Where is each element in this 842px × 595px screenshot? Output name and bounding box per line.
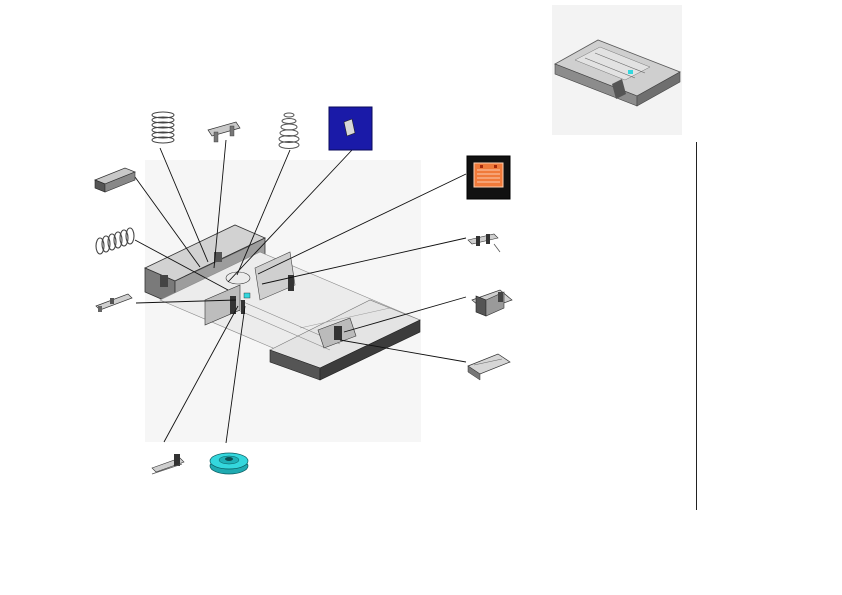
right-divider-line [696,142,697,510]
leader-lines [134,139,467,444]
tray-thumbnail [554,39,681,107]
friction-pad-icon [328,106,373,151]
side-guide-icon [467,233,501,253]
bracket-icon [207,121,241,143]
end-guide-icon [471,289,513,317]
actuator-icon [151,454,185,475]
main-tray-assembly [144,224,421,381]
link-plate-icon [95,293,133,312]
guide-plate-icon [467,353,511,381]
conical-spring-icon [278,112,300,149]
paper-size-label-icon [466,155,511,200]
compression-spring-icon [151,111,175,144]
lever-icon [94,167,136,193]
gear-icon [209,452,249,475]
extension-spring-icon [95,227,135,255]
